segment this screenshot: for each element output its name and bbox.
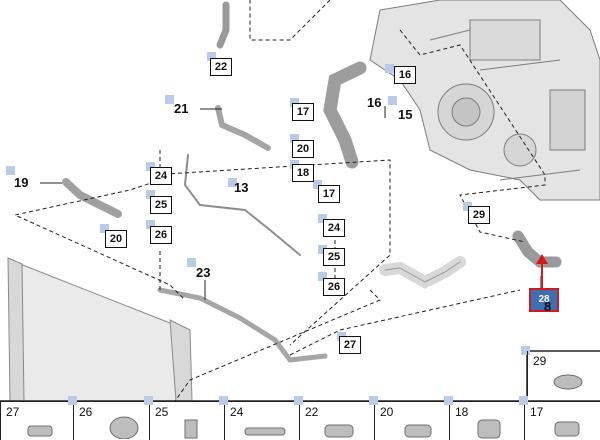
legend-cell-number: 24	[230, 405, 244, 419]
reference-pin	[444, 396, 453, 405]
reference-pin	[144, 396, 153, 405]
legend-cell-number: 18	[455, 405, 469, 419]
reference-pin	[219, 396, 228, 405]
callout-box-27[interactable]: 27	[339, 336, 361, 354]
reference-pin	[207, 52, 216, 61]
reference-pin	[146, 190, 155, 199]
hoses	[62, 1, 562, 363]
callout-label-21[interactable]: 21	[174, 101, 189, 116]
reference-pin	[187, 258, 196, 267]
reference-pin	[100, 224, 109, 233]
reference-pin	[146, 220, 155, 229]
reference-pin	[294, 396, 303, 405]
reference-pin	[68, 396, 77, 405]
legend-cell-number: 27	[6, 405, 20, 419]
callout-box-26[interactable]: 26	[150, 226, 172, 244]
reference-pin	[463, 202, 472, 211]
callout-label-16[interactable]: 16	[367, 95, 382, 110]
reference-pin	[519, 396, 528, 405]
selection-arrow-icon	[536, 254, 548, 288]
reference-pin	[6, 166, 15, 175]
reference-pin	[318, 245, 327, 254]
legend-cell-number: 20	[380, 405, 394, 419]
legend-cell[interactable]: 29	[527, 351, 600, 401]
legend-cell[interactable]: 27	[0, 401, 74, 440]
radiator	[7, 257, 193, 402]
callout-box-17b[interactable]: 17	[318, 185, 340, 203]
reference-pin	[146, 162, 155, 171]
callout-box-16[interactable]: 16	[394, 66, 416, 84]
legend-cell[interactable]: 24	[219, 396, 300, 440]
legend-cell-number: 22	[305, 405, 319, 419]
callout-box-25b[interactable]: 25	[323, 248, 345, 266]
legend-cell-number: 25	[155, 405, 169, 419]
callout-box-17[interactable]: 17	[292, 103, 314, 121]
reference-pin	[165, 95, 174, 104]
callout-label-15[interactable]: 15	[398, 107, 413, 122]
reference-pin	[290, 134, 299, 143]
reference-pin	[318, 214, 327, 223]
callout-label-19[interactable]: 19	[14, 175, 29, 190]
callout-box-20[interactable]: 20	[292, 140, 314, 158]
legend-cell[interactable]: 26	[68, 396, 150, 440]
callout-box-22[interactable]: 22	[210, 58, 232, 76]
callout-box-18[interactable]: 18	[292, 164, 314, 182]
legend-cell[interactable]: 18	[444, 396, 525, 440]
reference-pin	[385, 64, 394, 73]
reference-pin	[228, 178, 237, 187]
legend-cell[interactable]: 20	[369, 396, 450, 440]
callout-box-29[interactable]: 29	[468, 206, 490, 224]
callout-label-13[interactable]: 13	[234, 180, 249, 195]
reference-pin	[318, 272, 327, 281]
callout-label-8[interactable]: 8	[544, 299, 552, 314]
reference-pin	[388, 96, 397, 105]
reference-pin	[369, 396, 378, 405]
legend-cell[interactable]: 25	[144, 396, 225, 440]
reference-pin	[290, 98, 299, 107]
callout-box-25[interactable]: 25	[150, 196, 172, 214]
callout-box-24b[interactable]: 24	[323, 219, 345, 237]
reference-pin	[521, 346, 530, 355]
legend-cell-number: 26	[79, 405, 93, 419]
legend-cell[interactable]: 22	[294, 396, 375, 440]
engine-block	[369, 0, 600, 201]
legend-cell-number: 29	[533, 354, 547, 368]
reference-pin	[313, 180, 322, 189]
callout-label-23[interactable]: 23	[196, 265, 211, 280]
callout-box-24[interactable]: 24	[150, 167, 172, 185]
legend-cell-number: 17	[530, 405, 544, 419]
legend-cell[interactable]: 17	[519, 396, 600, 440]
legend-thumbnails	[27, 374, 583, 439]
callout-box-20b[interactable]: 20	[105, 230, 127, 248]
callout-box-26b[interactable]: 26	[323, 278, 345, 296]
callout-box-28-selected[interactable]: 28	[529, 288, 559, 312]
